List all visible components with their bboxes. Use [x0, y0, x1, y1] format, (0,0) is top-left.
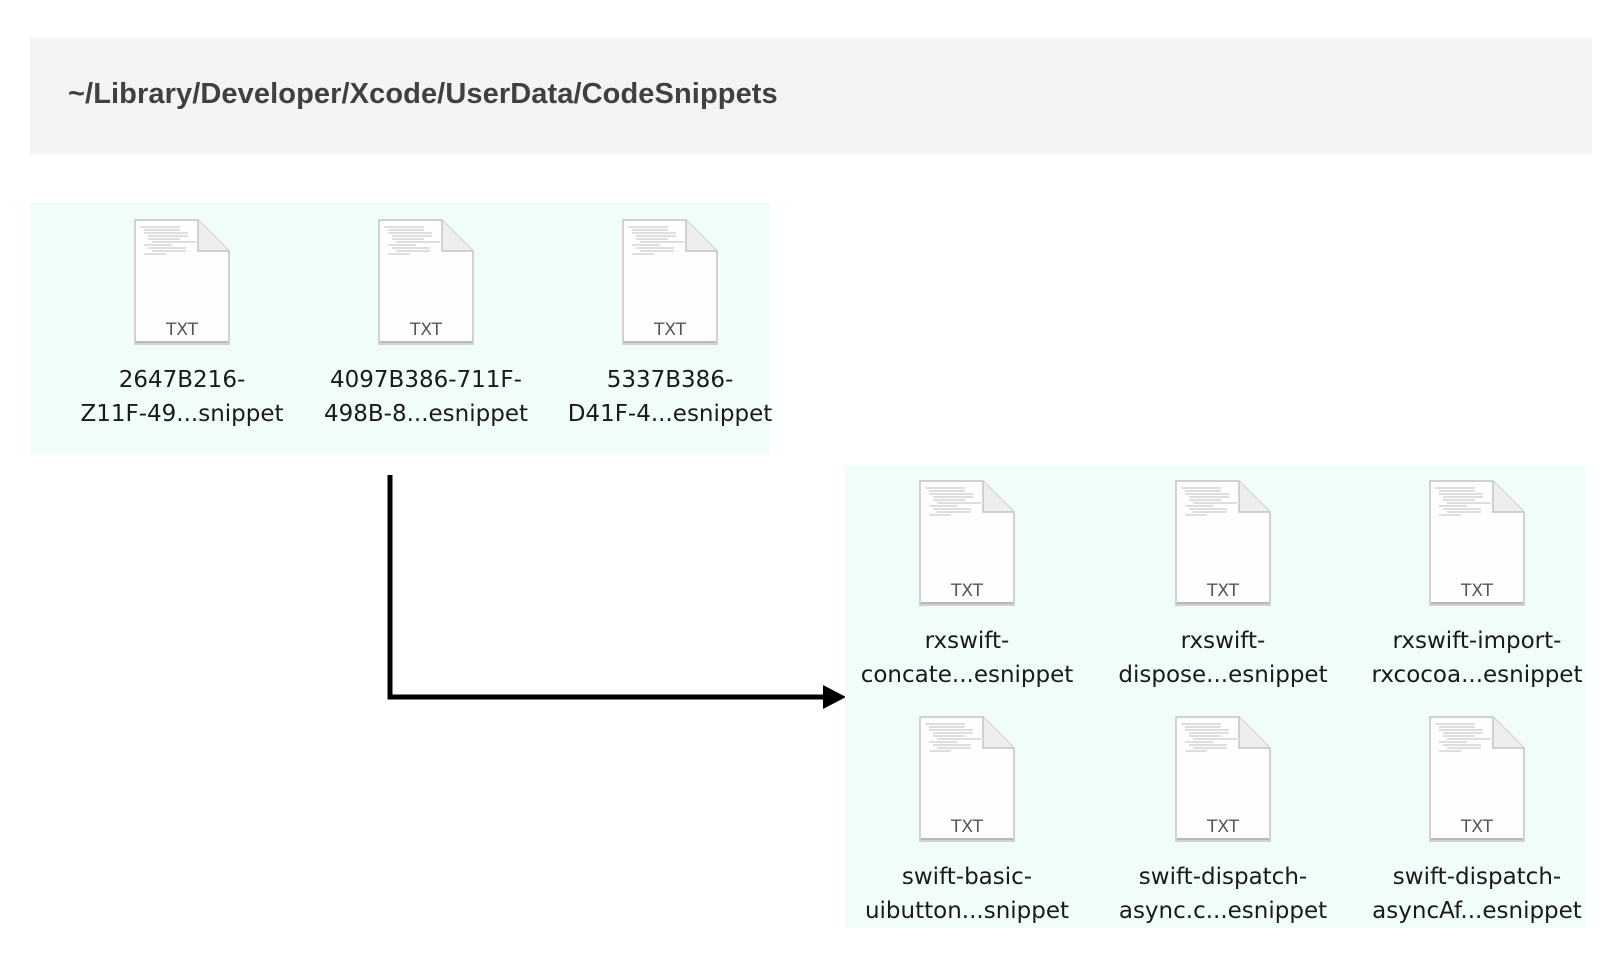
file-name-line-1: swift-dispatch- — [1138, 864, 1308, 890]
file-name: rxswift- dispose...esnippet — [1103, 624, 1343, 692]
renamed-file-4[interactable]: TXT swift-basic- uibutton...snippet — [847, 714, 1087, 928]
source-file-2[interactable]: TXT 4097B386-711F- 498B-8...esnippet — [306, 217, 546, 431]
txt-badge: TXT — [1460, 581, 1494, 601]
txt-badge: TXT — [1206, 817, 1240, 837]
txt-badge: TXT — [1206, 581, 1240, 601]
file-name-line-2: async.c...esnippet — [1118, 898, 1328, 924]
txt-document-icon: TXT — [1427, 714, 1527, 844]
file-name-line-1: rxswift- — [924, 628, 1010, 654]
renamed-file-6[interactable]: TXT swift-dispatch- asyncAf...esnippet — [1357, 714, 1597, 928]
file-name-line-1: rxswift-import- — [1392, 628, 1562, 654]
txt-badge: TXT — [950, 817, 984, 837]
file-name: 4097B386-711F- 498B-8...esnippet — [306, 363, 546, 431]
arrow-head — [823, 685, 846, 709]
txt-badge: TXT — [950, 581, 984, 601]
txt-badge: TXT — [1460, 817, 1494, 837]
source-file-1[interactable]: TXT 2647B216- Z11F-49...snippet — [62, 217, 302, 431]
file-name: 5337B386- D41F-4...esnippet — [550, 363, 790, 431]
txt-document-icon: TXT — [620, 217, 720, 347]
txt-badge: TXT — [165, 320, 199, 340]
arrow-line — [387, 475, 828, 700]
renamed-file-5[interactable]: TXT swift-dispatch- async.c...esnippet — [1103, 714, 1343, 928]
file-name-line-2: uibutton...snippet — [864, 898, 1070, 924]
txt-document-icon: TXT — [1173, 714, 1273, 844]
path-bar: ~/Library/Developer/Xcode/UserData/CodeS… — [30, 38, 1592, 154]
file-name-line-2: asyncAf...esnippet — [1372, 898, 1582, 924]
file-name: swift-basic- uibutton...snippet — [847, 860, 1087, 928]
file-name-line-1: 4097B386-711F- — [330, 367, 522, 393]
txt-badge: TXT — [409, 320, 443, 340]
txt-document-icon: TXT — [917, 478, 1017, 608]
folder-path: ~/Library/Developer/Xcode/UserData/CodeS… — [68, 78, 778, 110]
txt-document-icon: TXT — [1427, 478, 1527, 608]
txt-document-icon: TXT — [376, 217, 476, 347]
file-name: swift-dispatch- async.c...esnippet — [1103, 860, 1343, 928]
file-name-line-1: swift-basic- — [901, 864, 1033, 890]
renamed-files-panel: TXT rxswift- concate...esnippet TXT rxsw… — [845, 466, 1585, 928]
file-name: rxswift-import- rxcocoa...esnippet — [1357, 624, 1597, 692]
file-name-line-2: rxcocoa...esnippet — [1371, 662, 1583, 688]
file-name-line-1: swift-dispatch- — [1392, 864, 1562, 890]
source-file-3[interactable]: TXT 5337B386- D41F-4...esnippet — [550, 217, 790, 431]
renamed-file-2[interactable]: TXT rxswift- dispose...esnippet — [1103, 478, 1343, 692]
file-name: swift-dispatch- asyncAf...esnippet — [1357, 860, 1597, 928]
file-name-line-2: concate...esnippet — [860, 662, 1074, 688]
file-name-line-2: 498B-8...esnippet — [323, 401, 528, 427]
file-name-line-1: 5337B386- — [606, 367, 734, 393]
renamed-file-3[interactable]: TXT rxswift-import- rxcocoa...esnippet — [1357, 478, 1597, 692]
file-name-line-1: rxswift- — [1180, 628, 1266, 654]
file-name-line-2: dispose...esnippet — [1118, 662, 1328, 688]
txt-document-icon: TXT — [132, 217, 232, 347]
file-name: rxswift- concate...esnippet — [847, 624, 1087, 692]
txt-document-icon: TXT — [1173, 478, 1273, 608]
txt-badge: TXT — [653, 320, 687, 340]
file-name-line-2: Z11F-49...snippet — [80, 401, 284, 427]
file-name-line-2: D41F-4...esnippet — [567, 401, 773, 427]
renamed-file-1[interactable]: TXT rxswift- concate...esnippet — [847, 478, 1087, 692]
file-name-line-1: 2647B216- — [118, 367, 246, 393]
file-name: 2647B216- Z11F-49...snippet — [62, 363, 302, 431]
txt-document-icon: TXT — [917, 714, 1017, 844]
source-files-panel: TXT 2647B216- Z11F-49...snippet TXT 4097… — [30, 203, 772, 455]
